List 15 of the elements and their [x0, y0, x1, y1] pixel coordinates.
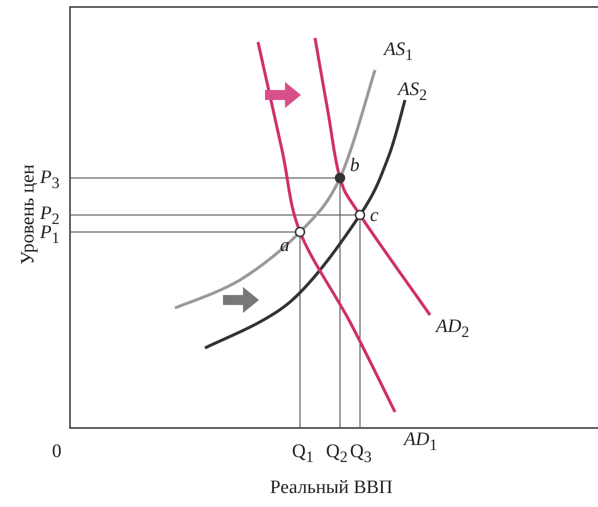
- axis-title: Уровень цен: [18, 164, 38, 265]
- curve-label: AD$_{1}$: [404, 430, 438, 454]
- quantity-label: Q$_{2}$: [326, 442, 348, 466]
- quantity-label: Q$_{1}$: [292, 442, 314, 466]
- quantity-label: Q$_{3}$: [350, 442, 372, 466]
- curve-label: AS$_{2}$: [398, 80, 428, 104]
- point-label: c: [370, 206, 378, 225]
- price-label: P$_{3}$: [40, 168, 60, 192]
- origin-label: 0: [52, 442, 62, 461]
- axis-title: Реальный ВВП: [270, 478, 393, 497]
- price-label: P$_{1}$: [40, 223, 60, 247]
- point-label: a: [280, 236, 290, 255]
- curve-label: AS$_{1}$: [384, 40, 414, 64]
- curve-label: AD$_{2}$: [436, 317, 470, 341]
- point-label: b: [350, 156, 360, 175]
